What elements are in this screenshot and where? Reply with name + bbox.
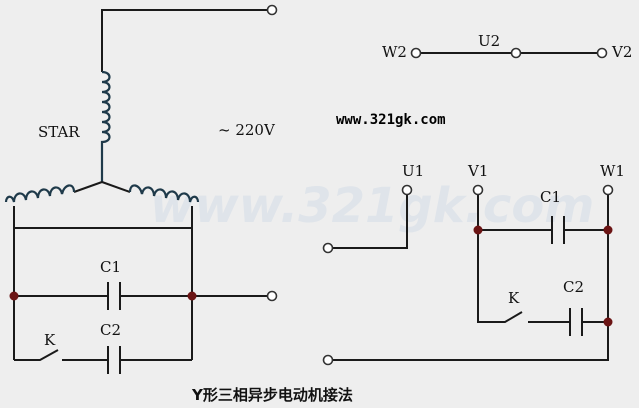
v1-label: V1 — [467, 162, 488, 180]
junction — [9, 291, 19, 301]
capacitor-c1-right — [551, 216, 565, 244]
junction — [187, 291, 197, 301]
v2-label: V2 — [611, 43, 632, 61]
w1-label: W1 — [600, 162, 625, 180]
capacitor-c2-left — [107, 346, 121, 374]
k-right-label: K — [508, 289, 520, 307]
u2-label: U2 — [478, 32, 500, 50]
terminal-w2[interactable] — [410, 47, 422, 59]
terminal-u2[interactable] — [510, 47, 522, 59]
junction — [473, 225, 483, 235]
terminal-v2[interactable] — [596, 47, 608, 59]
junction — [603, 225, 613, 235]
k-left-label: K — [44, 331, 56, 349]
c1-left-label: C1 — [100, 258, 121, 276]
star-label: STAR — [38, 123, 80, 141]
capacitor-c2-right — [569, 308, 583, 336]
u1-label: U1 — [402, 162, 424, 180]
c2-right-label: C2 — [563, 278, 584, 296]
website-label: www.321gk.com — [336, 112, 446, 128]
w2-label: W2 — [382, 43, 407, 61]
left-frame — [13, 227, 193, 360]
watermark: www.321gk.com — [150, 178, 594, 234]
terminal-v1[interactable] — [472, 184, 484, 196]
winding-right — [128, 184, 200, 203]
capacitor-c1-left — [107, 282, 121, 310]
c1-right-label: C1 — [540, 188, 561, 206]
terminal-top[interactable] — [266, 4, 278, 16]
winding-left — [4, 184, 76, 203]
terminal-w1[interactable] — [602, 184, 614, 196]
terminal-bottom[interactable] — [322, 354, 334, 366]
terminal-right-mid[interactable] — [266, 290, 278, 302]
c2-left-label: C2 — [100, 321, 121, 339]
winding-upper — [100, 70, 111, 182]
diagram-caption: Y形三相异步电动机接法 — [191, 386, 353, 404]
voltage-label: ~ 220V — [218, 121, 276, 139]
terminal-u1[interactable] — [401, 184, 413, 196]
top-lead — [101, 4, 278, 72]
junction — [603, 317, 613, 327]
terminal-left-mid[interactable] — [322, 242, 334, 254]
